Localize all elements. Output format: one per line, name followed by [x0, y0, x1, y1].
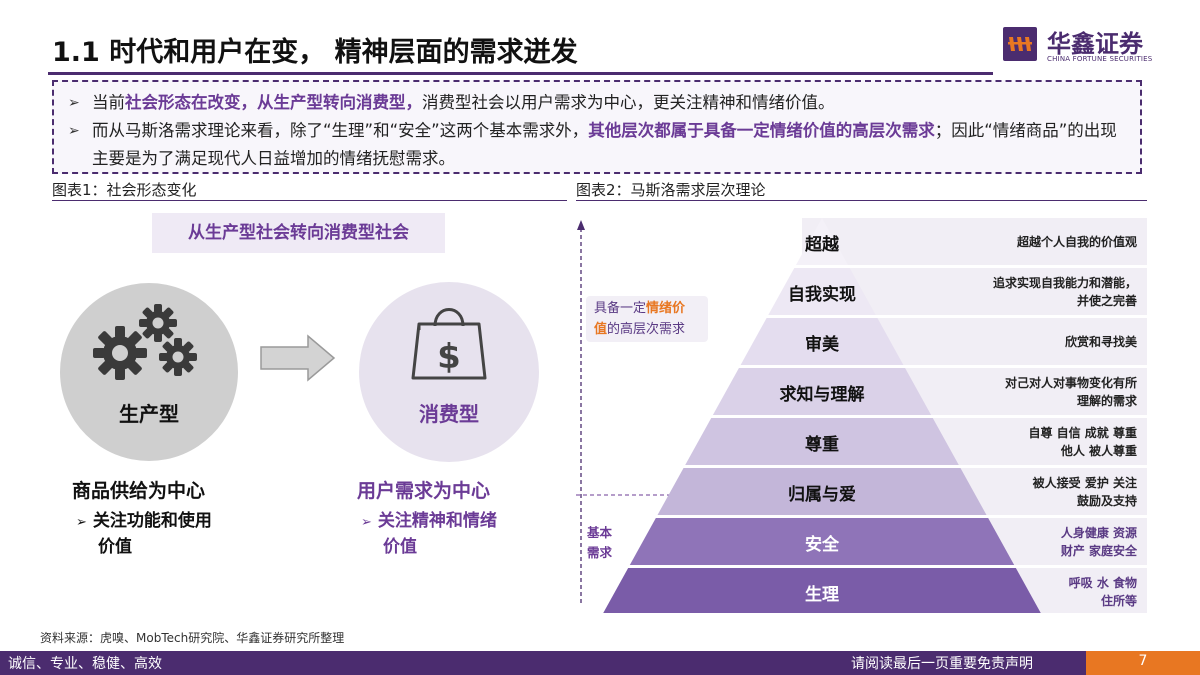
title-underline: [48, 72, 993, 75]
tier-name: 求知与理解: [779, 384, 865, 405]
source-note: 资料来源：虎嗅、MobTech研究院、华鑫证券研究所整理: [40, 631, 345, 645]
pyramid-tier: [657, 468, 987, 515]
summary-highlight: 社会形态在改变，从生产型转向消费型，: [125, 93, 422, 112]
production-circle: [60, 283, 238, 461]
tier-name: 审美: [805, 334, 839, 355]
emotional-needs-note: 具备一定情绪价值的高层次需求: [586, 296, 708, 342]
tier-desc-background: [829, 268, 1147, 315]
tier-description: 自尊 自信 成就 尊重他人 被人尊重: [1028, 425, 1137, 458]
summary-text: ；因此“情绪商品”的出现主要是为了满足现代人日益增加的情绪抚慰需求。: [92, 121, 1117, 168]
tier-description: 被人接受 爱护 关注鼓励及支持: [1032, 475, 1137, 508]
consumption-label: 消费型: [419, 402, 479, 426]
svg-text:$: $: [437, 337, 461, 377]
maslow-pyramid: [576, 218, 1147, 613]
summary-highlight: 其他层次都属于具备一定情绪价值的高层次需求: [588, 121, 935, 140]
gears-icon: [93, 304, 197, 380]
tier-description: 超越个人自我的价值观: [1016, 234, 1137, 249]
pyramid-tier: [712, 368, 932, 415]
footer-motto: 诚信、专业、稳健、高效: [8, 656, 162, 672]
emotional-note-highlight: 情绪价: [646, 301, 686, 316]
summary-text: 消费型社会以用户需求为中心，更关注精神和情绪价值。: [422, 93, 835, 112]
production-bullet-line2: 价值: [98, 537, 132, 557]
tier-name: 生理: [805, 584, 839, 605]
pyramid-tier: [740, 318, 904, 365]
figure1-caption-rule: [52, 200, 567, 201]
tier-name: 归属与爱: [788, 484, 856, 505]
pyramid-tier: [685, 418, 959, 465]
pyramid-tier: [629, 518, 1015, 565]
footer-disclaimer: 请阅读最后一页重要免责声明: [851, 656, 1033, 672]
summary-bullet-1: ➢ 当前社会形态在改变，从生产型转向消费型，消费型社会以用户需求为中心，更关注精…: [68, 89, 1126, 117]
tier-desc-background: [857, 318, 1147, 365]
consumption-bullet-line1: 关注精神和情绪: [377, 511, 497, 531]
production-bullet: ➢ 关注功能和使用 价值: [76, 509, 212, 560]
tier-desc-background: [885, 368, 1147, 415]
pyramid-tier: [603, 568, 1041, 613]
figure1-subtitle: 从生产型社会转向消费型社会: [152, 213, 445, 253]
consumption-heading: 用户需求为中心: [357, 480, 491, 502]
basic-note-line: 基本: [587, 525, 613, 540]
consumption-bullet: ➢ 关注精神和情绪 价值: [361, 509, 497, 560]
tier-description: 追求实现自我能力和潜能，并使之完善: [992, 275, 1137, 308]
company-logo-icon: [1003, 27, 1037, 61]
pyramid-tier: [768, 268, 876, 315]
consumption-bullet-line2: 价值: [383, 537, 417, 557]
emotional-note-text: 具备一定: [594, 301, 647, 316]
page-number: 7: [1138, 653, 1148, 669]
transition-arrow-icon: [258, 333, 338, 387]
tier-description: 呼吸 水 食物住所等: [1068, 575, 1137, 608]
bullet-arrow-icon: ➢: [76, 515, 87, 530]
emotional-note-highlight: 值: [594, 322, 608, 337]
summary-text: 当前: [92, 93, 125, 112]
shopping-bag-icon: $: [411, 308, 487, 380]
tier-description: 欣赏和寻找美: [1064, 334, 1137, 349]
page-number-box: [1086, 651, 1200, 675]
tier-name: 尊重: [805, 434, 839, 455]
tier-description: 对己对人对事物变化有所理解的需求: [1004, 375, 1137, 408]
tier-desc-background: [802, 218, 1147, 265]
production-heading: 商品供给为中心: [72, 480, 206, 502]
bullet-arrow-icon: ➢: [361, 515, 372, 530]
summary-box: ➢ 当前社会形态在改变，从生产型转向消费型，消费型社会以用户需求为中心，更关注精…: [52, 80, 1142, 174]
level-axis-arrow-icon: [577, 220, 585, 230]
tier-name: 自我实现: [788, 284, 856, 305]
company-name: 华鑫证券: [1047, 30, 1143, 58]
basic-needs-note: 基本 需求: [587, 523, 623, 563]
pyramid-tier: [795, 218, 849, 265]
basic-note-line: 需求: [587, 545, 613, 560]
figure2-caption: 图表2：马斯洛需求层次理论: [576, 181, 766, 199]
emotional-note-text: 的高层次需求: [607, 322, 686, 337]
tier-name: 超越: [805, 234, 839, 255]
bullet-arrow-icon: ➢: [68, 123, 80, 139]
tier-name: 安全: [805, 534, 839, 555]
company-name-english: CHINA FORTUNE SECURITIES: [1047, 55, 1153, 63]
tier-description: 人身健康 资源财产 家庭安全: [1060, 525, 1137, 558]
production-bullet-line1: 关注功能和使用: [92, 511, 212, 531]
figure2-caption-rule: [576, 200, 1147, 201]
summary-bullet-2: ➢ 而从马斯洛需求理论来看，除了“生理”和“安全”这两个基本需求外，其他层次都属…: [68, 117, 1126, 173]
consumption-circle: $: [359, 282, 539, 462]
figure1-caption: 图表1：社会形态变化: [52, 181, 197, 199]
bullet-arrow-icon: ➢: [68, 95, 80, 111]
production-label: 生产型: [119, 402, 179, 426]
summary-text: 而从马斯洛需求理论来看，除了“生理”和“安全”这两个基本需求外，: [92, 121, 589, 140]
page-title: 1.1 时代和用户在变， 精神层面的需求迸发: [52, 37, 578, 68]
footer-bar: [0, 651, 1200, 675]
